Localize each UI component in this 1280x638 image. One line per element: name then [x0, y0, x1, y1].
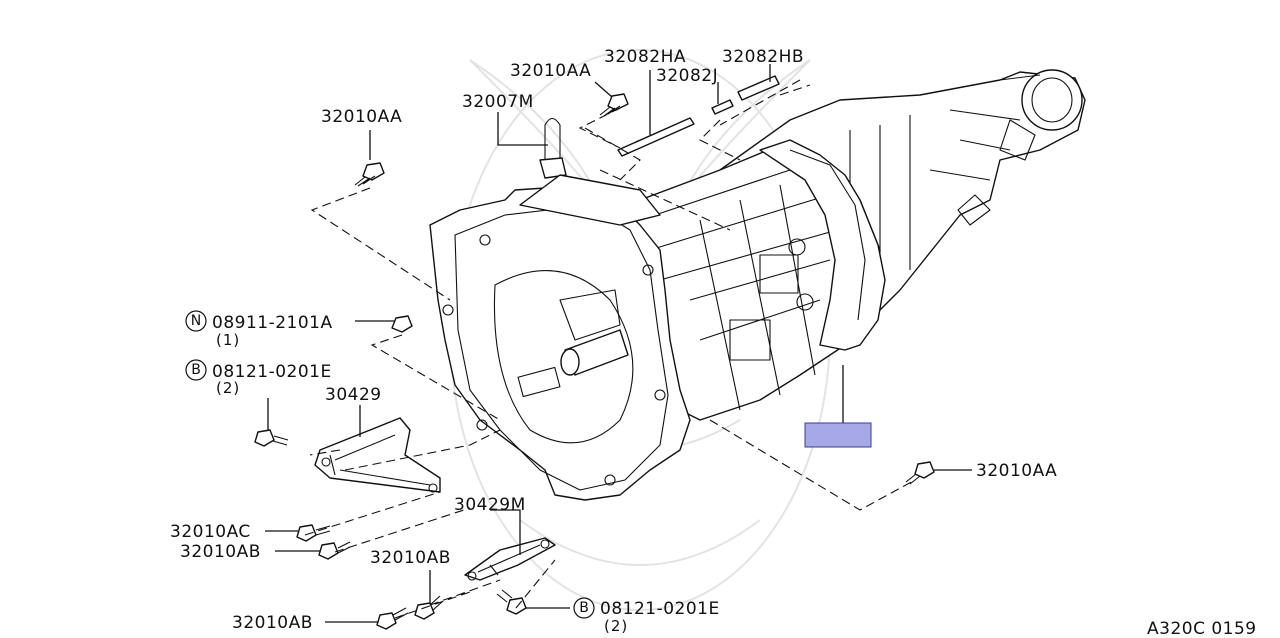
callout-32010AA-right[interactable]: 32010AA [976, 461, 1057, 481]
badge-b-text-bottom: B [579, 600, 589, 616]
bolt-32010AA-top-left[interactable] [354, 162, 385, 187]
callout-32082J[interactable]: 32082J [656, 66, 718, 86]
callout-32010AB-left[interactable]: 32010AB [180, 542, 261, 562]
transmission-assembly[interactable] [429, 69, 1086, 501]
bolt-08121-0201E-bottom[interactable] [496, 589, 527, 615]
badge-b-text-left: B [191, 362, 201, 378]
callout-08911-2101A[interactable]: 08911-2101A [212, 313, 333, 333]
leader-lines [265, 64, 972, 623]
badge-n-text: N [191, 313, 201, 329]
bolt-32010AB-left[interactable] [318, 541, 351, 560]
callout-32007M[interactable]: 32007M [462, 92, 534, 112]
callout-08121-0201E-left-qty: (2) [216, 379, 240, 397]
bolt-32010AC[interactable] [296, 524, 331, 542]
rod-32082J[interactable] [711, 99, 734, 115]
callout-32010AA-top-center[interactable]: 32010AA [510, 61, 591, 81]
callout-32082HA[interactable]: 32082HA [604, 47, 686, 67]
bolt-32010AB-bottom-left[interactable] [376, 607, 409, 630]
callout-08911-2101A-qty: (1) [216, 331, 240, 349]
badge-n-icon [185, 310, 207, 332]
callout-32010AC[interactable]: 32010AC [170, 522, 251, 542]
bolt-32010AA-top-center[interactable] [599, 93, 629, 117]
highlight-marker[interactable] [804, 365, 872, 448]
callout-08121-0201E-bottom-qty: (2) [604, 617, 628, 635]
bolt-32010AB-bottom-center[interactable] [414, 595, 444, 620]
bracket-30429M[interactable] [464, 537, 556, 581]
bolt-08121-0201E-left[interactable] [254, 429, 289, 447]
reference-lines [304, 79, 916, 619]
callout-32010AB-bottom-center[interactable]: 32010AB [370, 548, 451, 568]
diagram-code: A320C 0159 [1147, 619, 1257, 638]
rod-32082HA[interactable] [617, 117, 695, 157]
badge-b-icon-left [185, 359, 207, 381]
nut-08911-2101A[interactable] [391, 315, 413, 333]
callout-30429[interactable]: 30429 [325, 385, 382, 405]
badge-b-icon-bottom [573, 597, 595, 619]
callout-labels: 32010AA 32007M 32010AA 32082HA 32082HB 3… [170, 47, 1257, 638]
callout-32010AA-top-left[interactable]: 32010AA [321, 107, 402, 127]
callout-32010AB-bottom-left[interactable]: 32010AB [232, 613, 313, 633]
rod-32082HB[interactable] [737, 75, 780, 101]
callout-30429M[interactable]: 30429M [454, 495, 526, 515]
callout-08121-0201E-bottom[interactable]: 08121-0201E [600, 599, 720, 619]
callout-32082HB[interactable]: 32082HB [722, 47, 804, 67]
bracket-30429[interactable] [314, 417, 441, 493]
callout-08121-0201E-left[interactable]: 08121-0201E [212, 362, 332, 382]
bolt-32010AA-right[interactable] [905, 461, 935, 485]
